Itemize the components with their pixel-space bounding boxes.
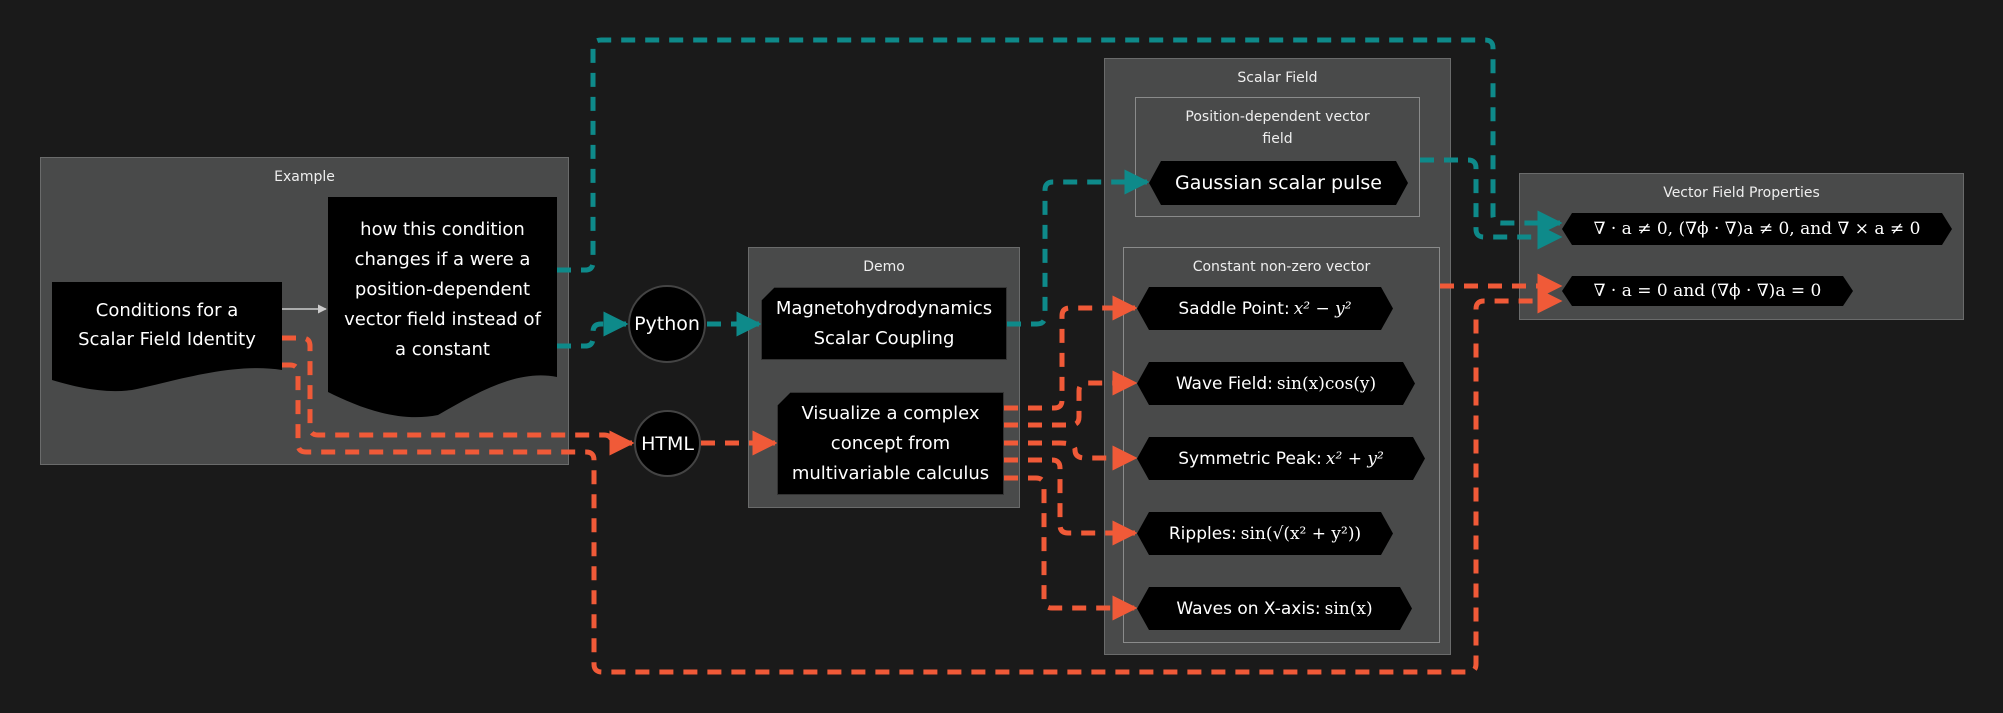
node-visualize[interactable]: Visualize a complex concept from multiva…	[777, 392, 1004, 495]
group-vector-properties-title: Vector Field Properties	[1663, 185, 1820, 201]
group-constant-vector-title: Constant non-zero vector	[1192, 259, 1371, 275]
node-prop-nonzero-math: ∇ · a ≠ 0, (∇ϕ · ∇)a ≠ 0, and ∇ × a ≠ 0	[1593, 219, 1921, 239]
node-wave-field-math: sin(x)cos(y)	[1276, 373, 1377, 394]
edge-how-to-prop-nonzero	[557, 37, 1563, 273]
edge-gaussian-to-prop-nonzero	[1420, 157, 1563, 250]
node-prop-zero-math: ∇ · a = 0 and (∇ϕ · ∇)a = 0	[1593, 281, 1822, 301]
edge-how-to-python	[557, 311, 629, 349]
node-ripples[interactable]: Ripples: sin(√(x² + y²))	[1137, 512, 1393, 555]
node-symmetric-peak[interactable]: Symmetric Peak: x² + y²	[1137, 437, 1425, 480]
node-html[interactable]: HTML	[634, 410, 701, 477]
node-python-label: Python	[634, 313, 700, 335]
node-prop-zero[interactable]: ∇ · a = 0 and (∇ϕ · ∇)a = 0	[1562, 276, 1853, 306]
node-gaussian-label: Gaussian scalar pulse	[1175, 172, 1382, 194]
node-how-changes-label: how this condition changes if a were a p…	[344, 219, 541, 360]
edge-visualize-to-waves-x	[1004, 475, 1138, 621]
group-position-dependent-title: Position-dependent vector field	[1185, 109, 1370, 147]
node-wave-field[interactable]: Wave Field: sin(x)cos(y)	[1137, 362, 1415, 405]
node-waves-x-math: sin(x)	[1324, 598, 1373, 619]
group-position-dependent: Position-dependent vector field	[1135, 97, 1420, 217]
edge-mhd-to-gaussian	[1007, 169, 1150, 327]
edge-visualize-to-ripples	[1004, 457, 1138, 546]
edge-visualize-to-saddle	[1004, 295, 1138, 411]
group-scalar-field-title: Scalar Field	[1237, 70, 1318, 86]
group-example-title: Example	[274, 169, 335, 185]
node-ripples-label: Ripples:	[1168, 523, 1237, 544]
group-demo-title: Demo	[863, 259, 905, 275]
node-python[interactable]: Python	[628, 285, 706, 363]
edge-visualize-to-wave-field	[1004, 370, 1138, 428]
node-waves-x[interactable]: Waves on X-axis: sin(x)	[1137, 587, 1412, 630]
group-scalar-field: Scalar Field	[1104, 58, 1451, 655]
node-saddle[interactable]: Saddle Point: x² − y²	[1137, 287, 1393, 330]
node-gaussian[interactable]: Gaussian scalar pulse	[1149, 161, 1408, 205]
node-prop-nonzero[interactable]: ∇ · a ≠ 0, (∇ϕ · ∇)a ≠ 0, and ∇ × a ≠ 0	[1562, 213, 1952, 245]
node-symmetric-peak-label: Symmetric Peak:	[1178, 448, 1322, 469]
node-conditions-label: Conditions for a Scalar Field Identity	[78, 300, 256, 350]
node-wave-field-label: Wave Field:	[1175, 373, 1273, 394]
edge-conditions-to-prop-zero	[282, 288, 1563, 675]
node-ripples-math: sin(√(x² + y²))	[1240, 523, 1362, 544]
node-saddle-math: x² − y²	[1293, 298, 1352, 319]
node-visualize-label: Visualize a complex concept from multiva…	[791, 402, 990, 484]
node-waves-x-label: Waves on X-axis:	[1176, 598, 1321, 619]
node-saddle-label: Saddle Point:	[1178, 298, 1290, 319]
node-symmetric-peak-math: x² + y²	[1325, 448, 1384, 469]
node-mhd[interactable]: Magnetohydrodynamics Scalar Coupling	[761, 287, 1007, 360]
node-mhd-label: Magnetohydrodynamics Scalar Coupling	[775, 297, 993, 349]
group-constant-vector: Constant non-zero vector	[1123, 247, 1440, 643]
edge-conditions-to-html	[282, 335, 635, 456]
node-html-label: HTML	[641, 432, 694, 455]
edge-visualize-to-symmetric	[1004, 440, 1138, 471]
